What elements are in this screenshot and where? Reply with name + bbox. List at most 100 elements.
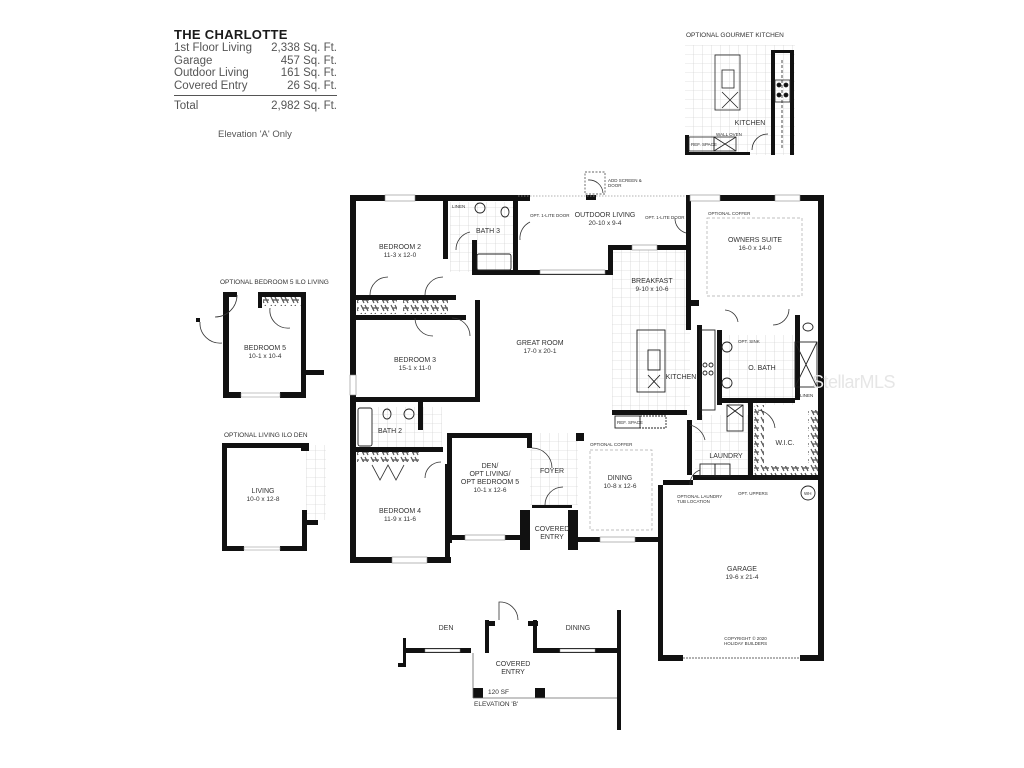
room-bedroom-3: BEDROOM 3 15-1 x 11-0 <box>394 357 436 373</box>
room-name: ENTRY <box>501 669 525 676</box>
room-dimensions: 19-6 x 21-4 <box>725 574 759 581</box>
room-den: DEN/ OPT LIVING/ OPT BEDROOM 5 10-1 x 12… <box>461 463 519 495</box>
room-bedroom-2: BEDROOM 2 11-3 x 12-0 <box>379 244 421 260</box>
opt-lite-door-label: OPT. 1-LITE DOOR <box>530 213 570 218</box>
water-heater-label: WH <box>804 491 812 496</box>
room-wic: W.I.C. <box>775 440 795 447</box>
opt-lite-door-label: OPT. 1-LITE DOOR <box>645 215 685 220</box>
copyright-line: HOLIDAY BUILDERS <box>724 641 768 646</box>
room-dimensions: 10-1 x 10-4 <box>248 353 282 360</box>
elevation-b-caption: ELEVATION 'B' <box>474 701 519 708</box>
room-bedroom-4: BEDROOM 4 11-9 x 11-6 <box>379 508 421 524</box>
room-dimensions: 10-0 x 12-8 <box>246 496 280 503</box>
area-label: 1st Floor Living <box>174 42 252 54</box>
room-bedroom-5: BEDROOM 5 10-1 x 10-4 <box>244 345 286 361</box>
add-screen-label: ADD SCREEN & DOOR <box>608 178 642 188</box>
gourmet-wall-oven-label: WALL OVEN <box>716 132 742 137</box>
area-value: 2,338 Sq. Ft. <box>271 42 337 54</box>
optional-coffer-label: OPTIONAL COFFER <box>590 442 633 447</box>
room-name: BEDROOM 2 <box>378 244 422 251</box>
kitchen-tile-floor <box>612 250 690 415</box>
gourmet-kitchen-caption: OPTIONAL GOURMET KITCHEN <box>686 32 784 39</box>
copyright-line: COPYRIGHT © 2020 <box>724 636 767 641</box>
room-dimensions: 15-1 x 11-0 <box>398 365 432 372</box>
foyer-tile-floor <box>530 433 578 505</box>
elevation-b-area: 120 SF <box>488 689 509 696</box>
linen-label: LINEN <box>452 204 466 209</box>
label-line: TUB LOCATION <box>677 499 710 504</box>
room-name: BEDROOM 5 <box>243 345 287 352</box>
room-name: ENTRY <box>540 534 564 541</box>
watermark: StellarMLS <box>812 372 896 392</box>
optional-laundry-tub-label: OPTIONAL LAUNDRY TUB LOCATION <box>677 494 722 504</box>
area-row-garage: Garage 457 Sq. Ft. <box>174 55 337 68</box>
label-line: OPTIONAL LAUNDRY <box>677 494 723 499</box>
room-name: OUTDOOR LIVING <box>574 212 636 219</box>
room-kitchen: KITCHEN <box>665 374 697 381</box>
opt-sink-label: OPT. SINK <box>738 339 760 344</box>
elevation-b-den: DEN <box>438 625 454 632</box>
area-value: 457 Sq. Ft. <box>280 54 337 67</box>
room-name: COVERED <box>534 526 570 533</box>
area-row-living: 1st Floor Living 2,338 Sq. Ft. <box>174 42 337 55</box>
room-name: OWNERS SUITE <box>727 237 783 244</box>
plan-title: THE CHARLOTTE <box>174 27 288 42</box>
area-value: 161 Sq. Ft. <box>280 67 337 79</box>
room-outdoor-living: OUTDOOR LIVING 20-10 x 9-4 <box>575 212 636 228</box>
room-laundry: LAUNDRY <box>709 453 743 460</box>
room-name: DINING <box>607 475 633 482</box>
room-dimensions: 11-9 x 11-6 <box>384 516 416 523</box>
area-label: Outdoor Living <box>174 67 249 79</box>
optional-coffer-label: OPTIONAL COFFER <box>708 211 751 216</box>
room-name: BEDROOM 3 <box>393 357 437 364</box>
bath2-tile-floor <box>372 407 442 447</box>
linen-label: LINEN <box>800 393 814 398</box>
bath3-tile-floor <box>450 202 518 272</box>
total-value: 2,982 Sq. Ft. <box>271 100 337 112</box>
opt-uppers-label: OPT. UPPERS <box>738 491 768 496</box>
room-name: GARAGE <box>727 566 757 573</box>
copyright-notice: COPYRIGHT © 2020 HOLIDAY BUILDERS <box>724 636 767 646</box>
obath-tile-floor <box>720 335 795 405</box>
room-dimensions: 10-1 x 12-6 <box>473 487 507 494</box>
living-opt-tile <box>306 445 326 520</box>
room-dimensions: 11-3 x 12-0 <box>383 252 417 259</box>
square-footage-table: 1st Floor Living 2,338 Sq. Ft. Garage 45… <box>174 42 337 113</box>
room-owners-bath: O. BATH <box>748 365 776 372</box>
area-row-total: Total 2,982 Sq. Ft. <box>174 100 337 113</box>
room-name: GREAT ROOM <box>516 340 564 347</box>
area-value: 26 Sq. Ft. <box>287 79 337 92</box>
room-name: COVERED <box>495 661 531 668</box>
laundry-tile-floor <box>695 415 750 475</box>
room-dimensions: 20-10 x 9-4 <box>588 220 622 227</box>
optional-living-caption: OPTIONAL LIVING ILO DEN <box>224 432 308 439</box>
elevation-b-dining: DINING <box>565 625 591 632</box>
total-label: Total <box>174 100 199 112</box>
room-dimensions: 17-0 x 20-1 <box>523 348 557 355</box>
room-foyer: FOYER <box>539 468 565 475</box>
room-living: LIVING 10-0 x 12-8 <box>247 488 280 504</box>
gourmet-kitchen-label: KITCHEN <box>734 120 766 127</box>
divider <box>174 95 337 96</box>
room-name: BREAKFAST <box>631 278 673 285</box>
area-label: Covered Entry <box>174 79 248 92</box>
ref-space-label: REF. SPACE <box>617 420 643 425</box>
area-row-covered-entry: Covered Entry 26 Sq. Ft. <box>174 80 337 93</box>
room-bath-2: BATH 2 <box>378 428 402 435</box>
area-label: Garage <box>174 54 213 67</box>
room-covered-entry: COVERED ENTRY <box>535 526 570 542</box>
room-breakfast: BREAKFAST 9-10 x 10-6 <box>631 278 672 294</box>
area-row-outdoor: Outdoor Living 161 Sq. Ft. <box>174 67 337 80</box>
room-owners-suite: OWNERS SUITE 16-0 x 14-0 <box>728 237 782 253</box>
room-great-room: GREAT ROOM 17-0 x 20-1 <box>516 340 563 356</box>
room-bath-3: BATH 3 <box>476 228 500 235</box>
room-name: BEDROOM 4 <box>378 508 422 515</box>
room-name: OPT LIVING/ <box>469 471 511 478</box>
room-dimensions: 9-10 x 10-6 <box>635 286 669 293</box>
room-dimensions: 10-8 x 12-6 <box>603 483 637 490</box>
elevation-b-covered-entry: COVERED ENTRY <box>496 661 531 677</box>
room-name: LIVING <box>251 488 275 495</box>
room-dining: DINING 10-8 x 12-6 <box>604 475 637 491</box>
room-dimensions: 16-0 x 14-0 <box>738 245 772 252</box>
